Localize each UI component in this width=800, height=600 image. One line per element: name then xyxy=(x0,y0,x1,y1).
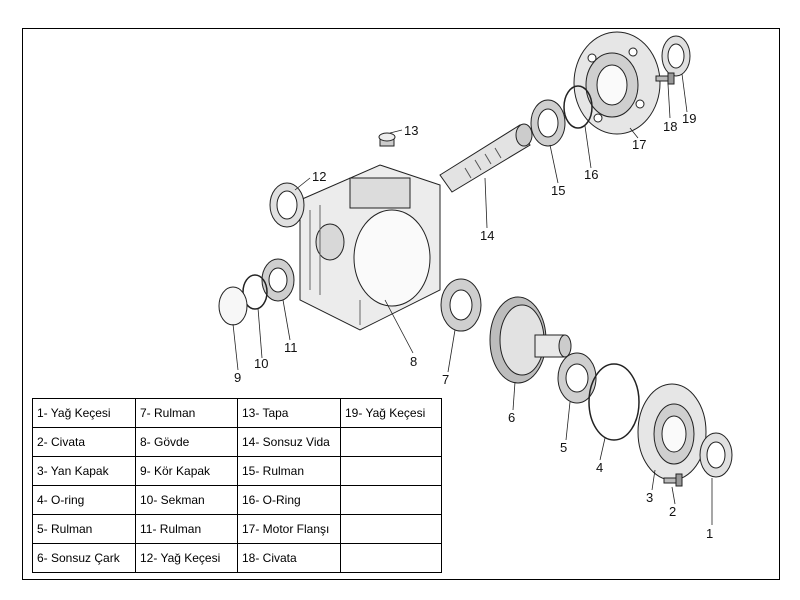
part-16-o-ring xyxy=(563,85,593,129)
legend-cell: 8- Gövde xyxy=(135,427,238,457)
legend-cell: 5- Rulman xyxy=(32,514,136,544)
part-18-bolt xyxy=(655,72,675,85)
part-2-bolt xyxy=(663,473,683,487)
legend-cell: 11- Rulman xyxy=(135,514,238,544)
legend-row: 2- Civata 8- Gövde 14- Sonsuz Vida xyxy=(32,427,442,457)
parts-legend-table: 1- Yağ Keçesi 7- Rulman 13- Tapa 19- Yağ… xyxy=(32,398,442,573)
legend-row: 6- Sonsuz Çark 12- Yağ Keçesi 18- Civata xyxy=(32,543,442,573)
part-5-bearing xyxy=(557,352,597,404)
legend-cell: 18- Civata xyxy=(237,543,341,573)
drawing-frame xyxy=(22,28,780,580)
part-8-housing xyxy=(299,164,441,331)
part-12-oil-seal xyxy=(269,182,305,228)
legend-cell: 6- Sonsuz Çark xyxy=(32,543,136,573)
part-19-oil-seal xyxy=(661,35,691,77)
callout-15: 15 xyxy=(551,183,566,198)
callout-4: 4 xyxy=(596,460,604,475)
callout-14: 14 xyxy=(480,228,495,243)
part-14-worm-screw xyxy=(439,123,533,193)
legend-cell: 3- Yan Kapak xyxy=(32,456,136,486)
legend-cell xyxy=(340,485,442,515)
legend-row: 1- Yağ Keçesi 7- Rulman 13- Tapa 19- Yağ… xyxy=(32,398,442,428)
legend-row: 5- Rulman 11- Rulman 17- Motor Flanşı xyxy=(32,514,442,544)
callout-18: 18 xyxy=(663,119,678,134)
callout-8: 8 xyxy=(410,354,418,369)
part-13-plug xyxy=(378,132,396,147)
callout-13: 13 xyxy=(404,123,419,138)
callout-16: 16 xyxy=(584,167,599,182)
legend-cell: 4- O-ring xyxy=(32,485,136,515)
part-1-oil-seal xyxy=(699,432,733,478)
callout-5: 5 xyxy=(560,440,568,455)
leader-lines xyxy=(232,73,713,525)
legend-row: 3- Yan Kapak 9- Kör Kapak 15- Rulman xyxy=(32,456,442,486)
part-9-blind-cover xyxy=(218,286,248,326)
legend-cell: 7- Rulman xyxy=(135,398,238,428)
legend-row: 4- O-ring 10- Sekman 16- O-Ring xyxy=(32,485,442,515)
callout-17: 17 xyxy=(632,137,647,152)
callout-9: 9 xyxy=(234,370,242,385)
legend-cell xyxy=(340,543,442,573)
legend-cell: 16- O-Ring xyxy=(237,485,341,515)
legend-cell xyxy=(340,456,442,486)
part-17-motor-flange xyxy=(573,31,661,135)
callout-2: 2 xyxy=(669,504,677,519)
legend-cell: 2- Civata xyxy=(32,427,136,457)
callout-11: 11 xyxy=(284,340,298,355)
legend-cell: 12- Yağ Keçesi xyxy=(135,543,238,573)
part-6-worm-wheel xyxy=(489,296,572,384)
legend-cell: 19- Yağ Keçesi xyxy=(340,398,442,428)
callout-19: 19 xyxy=(682,111,697,126)
legend-cell: 10- Sekman xyxy=(135,485,238,515)
callout-7: 7 xyxy=(442,372,450,387)
callout-10: 10 xyxy=(254,356,269,371)
legend-cell: 13- Tapa xyxy=(237,398,341,428)
legend-cell: 9- Kör Kapak xyxy=(135,456,238,486)
callout-6: 6 xyxy=(508,410,516,425)
legend-cell xyxy=(340,427,442,457)
legend-cell: 17- Motor Flanşı xyxy=(237,514,341,544)
callout-1: 1 xyxy=(706,526,714,541)
part-15-bearing xyxy=(530,99,566,147)
legend-cell: 15- Rulman xyxy=(237,456,341,486)
legend-cell: 14- Sonsuz Vida xyxy=(237,427,341,457)
callout-3: 3 xyxy=(646,490,654,505)
legend-cell xyxy=(340,514,442,544)
part-7-bearing xyxy=(440,278,482,332)
part-11-bearing xyxy=(261,258,295,302)
callout-12: 12 xyxy=(312,169,327,184)
legend-cell: 1- Yağ Keçesi xyxy=(32,398,136,428)
part-4-o-ring xyxy=(588,363,640,441)
part-3-side-cover xyxy=(637,383,707,481)
